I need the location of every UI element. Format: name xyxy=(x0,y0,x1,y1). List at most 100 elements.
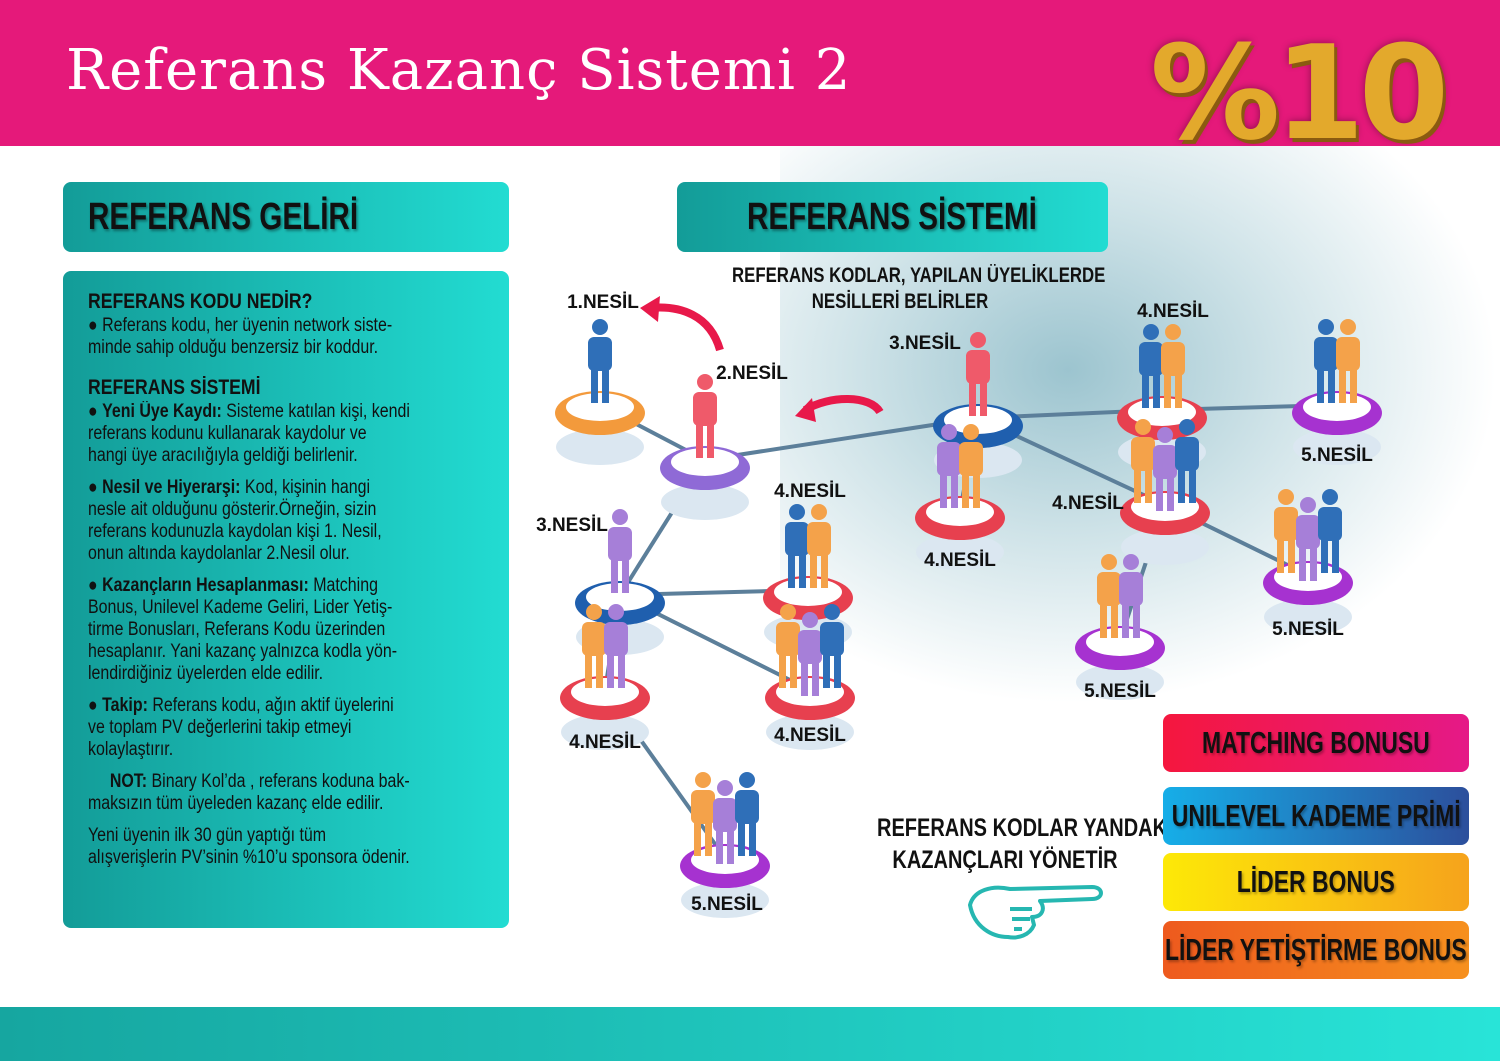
generation-node: 1.NESİL xyxy=(555,292,645,465)
bullet-icon: ● xyxy=(88,315,103,336)
person-icon xyxy=(937,424,961,508)
paragraph-text: Sisteme katılan kişi, kendi xyxy=(221,401,410,422)
generation-label: 4.NESİL xyxy=(774,725,846,746)
legend-item: UNILEVEL KADEME PRİMİ xyxy=(1163,787,1469,845)
person-icon xyxy=(776,604,800,688)
generation-node: 2.NESİL xyxy=(660,363,788,520)
bullet-icon: ● xyxy=(88,575,103,596)
arrow-head-icon xyxy=(795,398,816,422)
panel-paragraph: ● Referans kodu, her üyenin network sist… xyxy=(88,315,508,359)
generation-node: 5.NESİL xyxy=(1075,554,1165,702)
section-title: REFERANS SİSTEMİ xyxy=(747,196,1037,238)
pointing-hand-icon xyxy=(968,885,1103,940)
paragraph-text: referans kodunu kullanarak kaydolur ve xyxy=(88,423,367,444)
person-icon xyxy=(1097,554,1121,638)
paragraph-text: onun altında kaydolanlar 2.Nesil olur. xyxy=(88,543,350,564)
paragraph-text: Binary Kol’da , referans koduna bak- xyxy=(147,771,410,792)
person-icon xyxy=(1161,324,1185,408)
bullet-icon: ● xyxy=(88,401,103,422)
generation-node: 4.NESİL xyxy=(915,424,1005,571)
legend-label: LİDER YETİŞTİRME BONUS xyxy=(1165,932,1467,967)
caption-line: KAZANÇLARI YÖNETİR xyxy=(892,846,1118,874)
person-icon xyxy=(582,604,606,688)
manage-caption: REFERANS KODLAR YANDAKİ KAZANÇLARI YÖNET… xyxy=(877,812,1173,876)
paragraph-text: referans kodunuzla kaydolan kişi 1. Nesi… xyxy=(88,521,382,542)
panel-paragraph: ● Nesil ve Hiyerarşi: Kod, kişinin hangi… xyxy=(88,477,508,565)
legend-item: LİDER YETİŞTİRME BONUS xyxy=(1163,921,1469,979)
generation-label: 4.NESİL xyxy=(774,481,846,502)
generation-label: 5.NESİL xyxy=(1084,681,1156,702)
generation-label: 4.NESİL xyxy=(924,550,996,571)
paragraph-text: Bonus, Unilevel Kademe Geliri, Lider Yet… xyxy=(88,597,393,618)
panel-heading: REFERANS SİSTEMİ xyxy=(88,376,261,399)
person-icon xyxy=(1175,419,1199,503)
generation-label: 2.NESİL xyxy=(716,363,788,384)
person-icon xyxy=(966,332,990,416)
bullet-icon: ● xyxy=(88,695,103,716)
person-icon xyxy=(1139,324,1163,408)
generation-label: 3.NESİL xyxy=(889,333,961,354)
paragraph-text: ve toplam PV değerlerini takip etmeyi xyxy=(88,717,352,738)
arrow-head-icon xyxy=(640,296,660,322)
person-icon xyxy=(1274,489,1298,573)
caption-line: REFERANS KODLAR YANDAKİ xyxy=(877,814,1173,842)
person-icon xyxy=(959,424,983,508)
legend-label: MATCHING BONUSU xyxy=(1202,725,1430,760)
footer-bar xyxy=(0,1007,1500,1061)
person-icon xyxy=(1336,319,1360,403)
section-title: REFERANS GELİRİ xyxy=(88,196,359,238)
person-icon xyxy=(1153,427,1177,511)
generation-label: 5.NESİL xyxy=(1301,445,1373,466)
referans-sistemi-title-bar: REFERANS SİSTEMİ xyxy=(677,182,1108,252)
person-icon xyxy=(604,604,628,688)
person-icon xyxy=(608,509,632,593)
paragraph-label: Kazançların Hesaplanması: xyxy=(102,575,309,596)
person-icon xyxy=(820,604,844,688)
panel-heading: REFERANS KODU NEDİR? xyxy=(88,290,313,313)
generation-label: 4.NESİL xyxy=(1052,493,1124,514)
info-panel: REFERANS KODU NEDİR?● Referans kodu, her… xyxy=(63,271,509,928)
paragraph-text: hesaplanır. Yani kazanç yalnızca kodla y… xyxy=(88,641,398,662)
person-icon xyxy=(807,504,831,588)
paragraph-label: NOT: xyxy=(109,771,148,792)
person-icon xyxy=(1314,319,1338,403)
diagram-caption: REFERANS KODLAR, YAPILAN ÜYELİKLERDE NES… xyxy=(732,263,1105,315)
arrow-icon xyxy=(649,303,724,352)
generation-node: 4.NESİL xyxy=(1052,419,1210,565)
panel-paragraph: ● Yeni Üye Kaydı: Sisteme katılan kişi, … xyxy=(88,401,508,467)
paragraph-text: Matching xyxy=(308,575,378,596)
generation-node: 5.NESİL xyxy=(1263,489,1353,640)
generation-node: 5.NESİL xyxy=(1292,319,1382,466)
generation-label: 1.NESİL xyxy=(567,292,639,313)
paragraph-text: kolaylaştırır. xyxy=(88,739,174,760)
legend-label: LİDER BONUS xyxy=(1236,864,1396,899)
network-link xyxy=(704,416,979,462)
paragraph-text: tirme Bonusları, Referans Kodu üzerinden xyxy=(88,619,386,640)
paragraph-label: Takip: xyxy=(102,695,148,716)
arrow-icon xyxy=(802,395,884,415)
paragraph-text: minde sahip olduğu benzersiz bir koddur. xyxy=(88,337,379,358)
paragraph-text: lendirdiğiniz üyelerden elde edilir. xyxy=(88,663,324,684)
page-title: Referans Kazanç Sistemi 2 xyxy=(66,38,852,103)
person-icon xyxy=(1318,489,1342,573)
person-icon xyxy=(588,319,612,403)
percent-badge: %10 xyxy=(1150,17,1449,169)
legend-item: LİDER BONUS xyxy=(1163,853,1469,911)
person-icon xyxy=(691,772,715,856)
paragraph-text: Kod, kişinin hangi xyxy=(240,477,371,498)
person-icon xyxy=(1296,497,1320,581)
generation-label: 5.NESİL xyxy=(1272,619,1344,640)
paragraph-text: hangi üye aracılığıyla geldiği belirleni… xyxy=(88,445,358,466)
paragraph-label: Nesil ve Hiyerarşi: xyxy=(102,477,241,498)
paragraph-text: alışverişlerin PV’sinin %10’u sponsora ö… xyxy=(88,847,410,868)
paragraph-text: maksızın tüm üyeleden kazanç elde edilir… xyxy=(88,793,384,814)
generation-label: 4.NESİL xyxy=(1137,301,1209,322)
header-banner: Referans Kazanç Sistemi 2 %10 xyxy=(0,0,1500,168)
panel-paragraph: ● Takip: Referans kodu, ağın aktif üyele… xyxy=(88,695,508,761)
generation-node: 4.NESİL xyxy=(560,604,650,753)
person-icon xyxy=(713,780,737,864)
paragraph-text: Yeni üyenin ilk 30 gün yaptığı tüm xyxy=(88,825,327,846)
legend-item: MATCHING BONUSU xyxy=(1163,714,1469,772)
caption-line: NESİLLERİ BELİRLER xyxy=(811,290,989,313)
